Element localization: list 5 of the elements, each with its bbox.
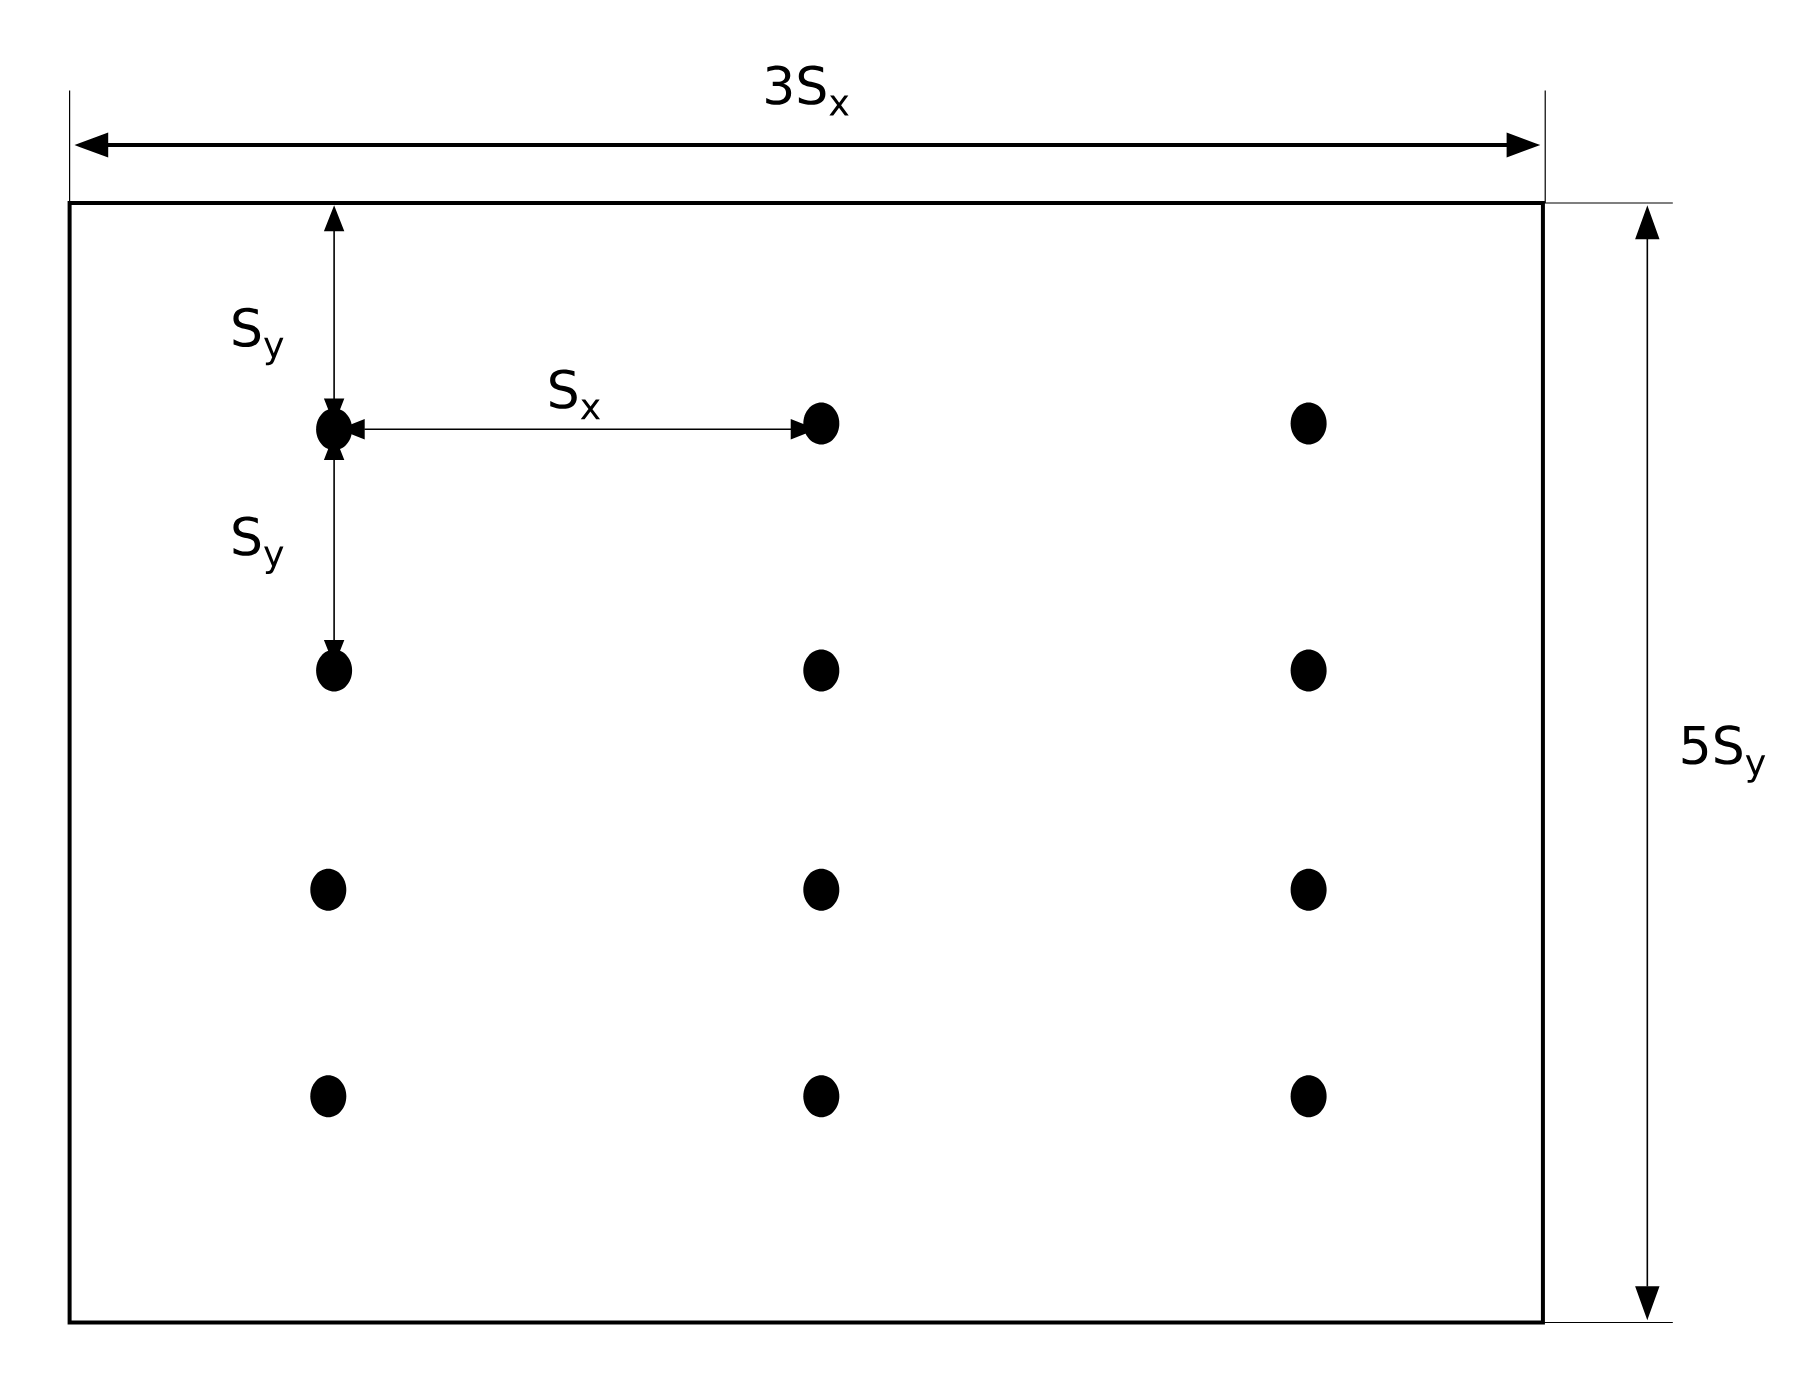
dimension-label: 3S$_{x}$	[766, 65, 849, 116]
dimension-label: S$_{y}$	[233, 516, 284, 574]
dimension-label: 5S$_{y}$	[1682, 725, 1766, 783]
dimension-label: S$_{y}$	[233, 307, 284, 366]
dimension-label: S$_{x}$	[550, 369, 601, 420]
